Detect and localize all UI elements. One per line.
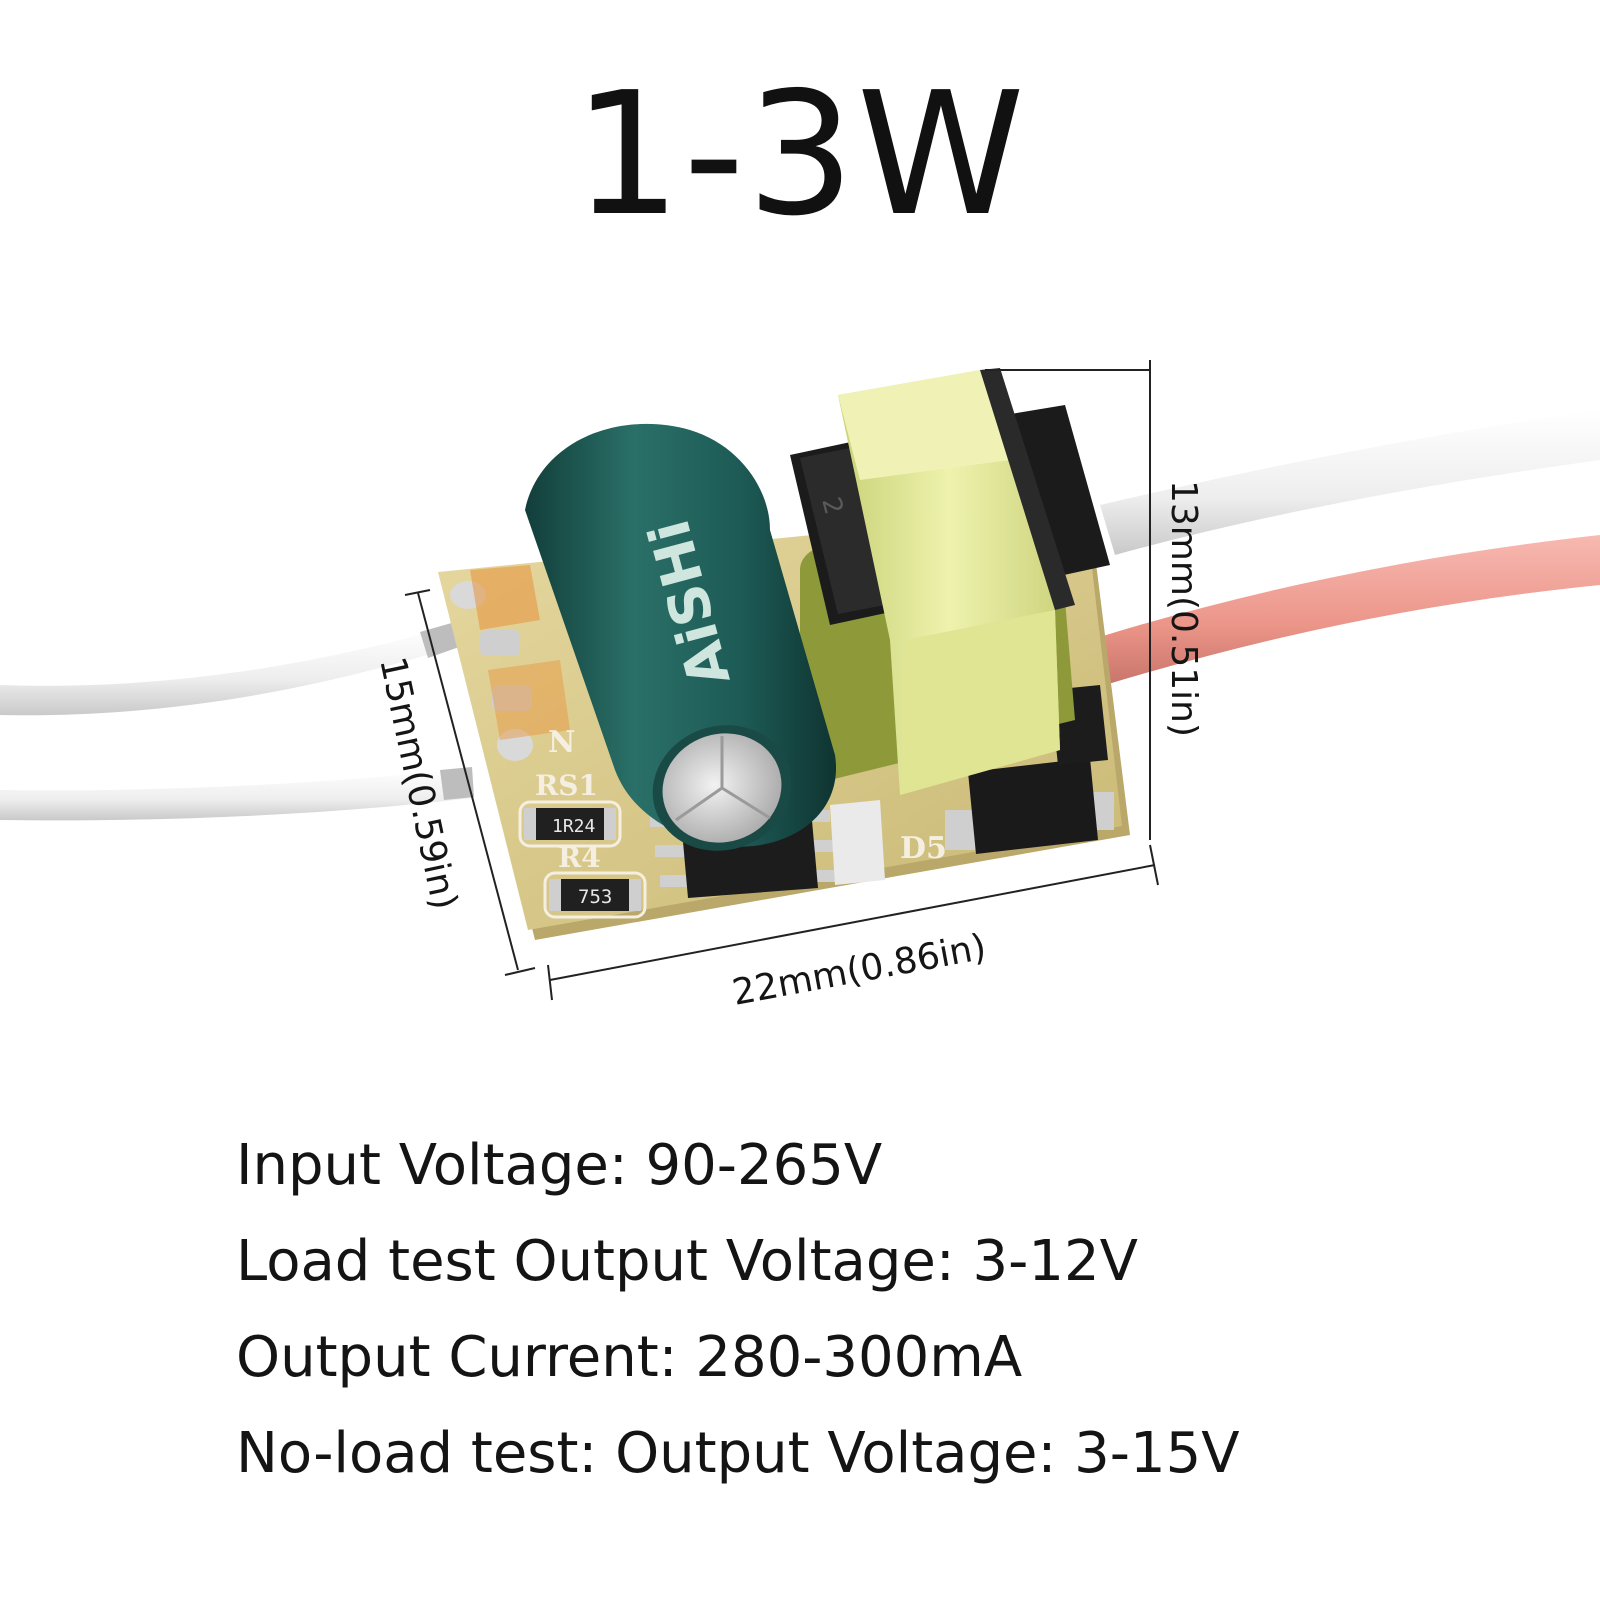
spec-input-voltage: Input Voltage: 90-265V (236, 1133, 883, 1198)
driver-module-photo: N RS1 R4 D5 1R24 753 (0, 360, 1600, 1014)
spec-list: Input Voltage: 90-265V Load test Output … (236, 1118, 1536, 1502)
diode-d5 (945, 758, 1114, 854)
spec-load-output-voltage: Load test Output Voltage: 3-12V (236, 1229, 1138, 1294)
transformer-pin-mark: 2 (815, 494, 848, 518)
resistor-rs1: 1R24 (518, 800, 622, 848)
output-wire-red (1090, 535, 1600, 685)
label-rs1: RS1 (535, 769, 598, 802)
input-wire-top (0, 622, 462, 716)
resistor-rs1-code: 1R24 (552, 816, 595, 837)
transformer: 2 (790, 368, 1110, 795)
dimension-width (404, 589, 536, 976)
spec-output-current: Output Current: 280-300mA (236, 1325, 1023, 1390)
dimension-length (547, 844, 1159, 1001)
electrolytic-capacitor: AiSHi (525, 423, 837, 851)
label-n: N (548, 725, 575, 760)
resistor-r4: 753 (543, 871, 647, 919)
resistor-r4-code: 753 (578, 886, 612, 908)
dimension-length-label: 22mm(0.86in) (729, 927, 989, 1014)
label-d5: D5 (900, 831, 947, 866)
dimension-height-label: 13mm(0.51in) (1163, 480, 1204, 737)
product-title: 1-3W (573, 56, 1027, 254)
spec-noload-output-voltage: No-load test: Output Voltage: 3-15V (236, 1421, 1240, 1486)
dimension-height (985, 360, 1151, 840)
output-wire-white (1100, 410, 1600, 555)
